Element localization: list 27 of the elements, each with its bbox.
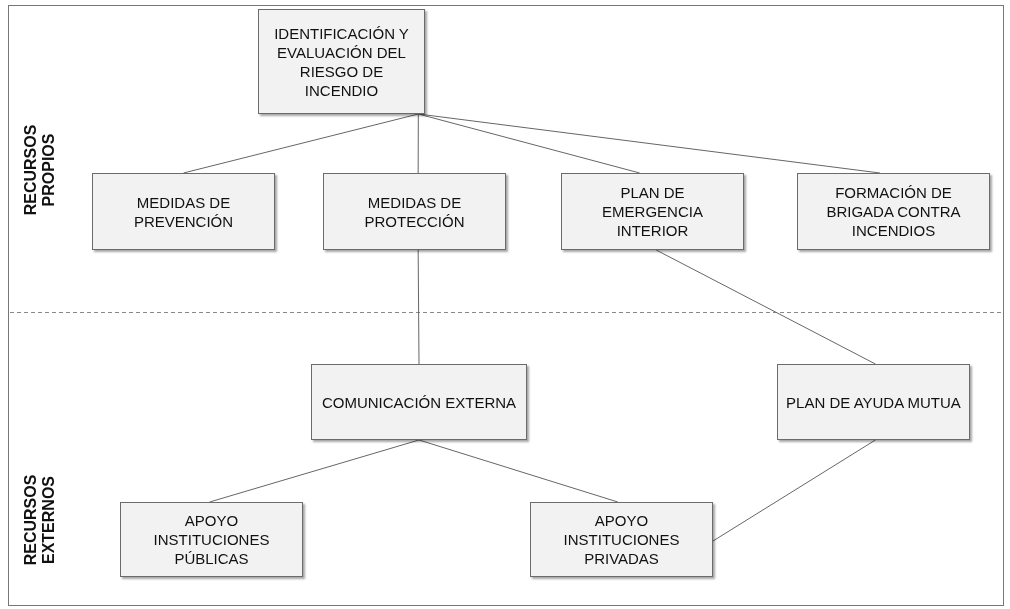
connector-line [712,439,876,542]
box-label: FORMACIÓN DE BRIGADA CONTRA INCENDIOS [825,183,962,240]
connector-line [655,249,876,365]
box-label: COMUNICACIÓN EXTERNA [321,392,517,412]
process-box [561,173,744,250]
process-box [120,502,303,577]
box-label: MEDIDAS DE PREVENCIÓN [132,192,235,231]
connector-line [417,249,420,365]
process-box [777,364,970,440]
connector-line [418,439,619,503]
box-label: MEDIDAS DE PROTECCIÓN [363,192,466,231]
connector-line [209,439,420,503]
box-label: PLAN DE AYUDA MUTUA [786,392,961,412]
process-box [797,173,990,250]
section-label: RECURSOS PROPIOS [22,123,58,218]
process-box [530,502,713,577]
box-label: PLAN DE EMERGENCIA INTERIOR [601,183,704,240]
section-label: RECURSOS EXTERNOS [22,473,58,568]
box-label: APOYO INSTITUCIONES PÚBLICAS [152,511,271,568]
box-label: IDENTIFICACIÓN Y EVALUACIÓN DEL RIESGO DE INCENDIO [273,23,410,100]
process-box [311,364,527,440]
process-box [323,173,506,250]
connector-line [417,113,419,174]
process-box [258,9,425,114]
box-label: APOYO INSTITUCIONES PRIVADAS [562,511,681,568]
process-box [92,173,275,250]
connector-line [183,113,419,174]
